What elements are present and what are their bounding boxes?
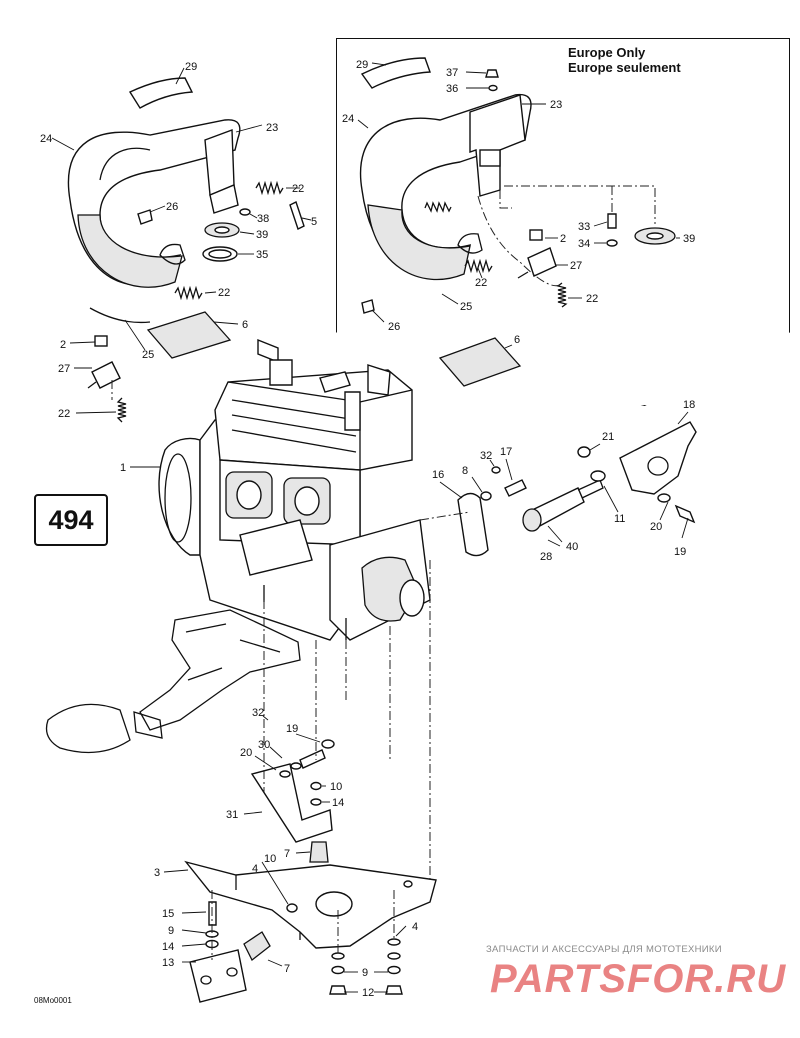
drawing-code: 08Mo0001 (34, 996, 72, 1005)
europe-small-parts (361, 69, 680, 323)
exhaust-sleeve-29 (128, 67, 194, 109)
callout-19-right: 19 (674, 546, 686, 558)
bracket-18-hardware (577, 411, 697, 539)
mount-bracket-31 (243, 715, 335, 863)
callout-11: 11 (614, 513, 625, 525)
callout-13: 13 (162, 957, 174, 969)
callout-9-left: 9 (168, 925, 174, 937)
callout-26-europe: 26 (388, 321, 400, 333)
callout-22-left: 22 (58, 408, 70, 420)
callout-26-top: 26 (166, 201, 178, 213)
callout-19-bottom: 19 (286, 723, 298, 735)
mount-hardware-lower-left (181, 901, 283, 1003)
europe-gasket-6 (438, 337, 522, 387)
gaskets-38-39-35 (202, 208, 258, 262)
callout-18: 18 (683, 399, 695, 411)
tuned-pipe-24 (51, 119, 241, 288)
callout-30: 30 (258, 739, 270, 751)
europe-sleeve-29 (360, 57, 431, 89)
heat-shield-25-left (89, 307, 151, 351)
callout-14-upper: 14 (332, 797, 344, 809)
callout-22-europe-b: 22 (586, 293, 598, 305)
callout-1: 1 (120, 462, 126, 474)
callout-25-left: 25 (142, 349, 154, 361)
callout-27-left: 27 (58, 363, 70, 375)
callout-21: 21 (602, 431, 614, 443)
callout-34: 34 (578, 238, 590, 250)
europe-only-title: Europe Only Europe seulement (568, 45, 681, 75)
callout-6-left: 6 (242, 319, 248, 331)
gasket-6-left (146, 311, 239, 359)
engine-1 (130, 338, 431, 641)
callout-3: 3 (154, 867, 160, 879)
muffler-pipe-23 (204, 124, 263, 214)
clip-26 (137, 205, 166, 225)
watermark-caption: ЗАПЧАСТИ И АКСЕССУАРЫ ДЛЯ МОТОТЕХНИКИ (486, 944, 722, 955)
callout-24-top: 24 (40, 133, 52, 145)
callout-10-upper: 10 (330, 781, 342, 793)
bracket-2-27-22-left (69, 335, 127, 423)
watermark-logo-text: PARTSFOR.RU (490, 957, 786, 1000)
callout-35: 35 (256, 249, 268, 261)
callout-16: 16 (432, 469, 444, 481)
callout-17: 17 (500, 446, 512, 458)
callout-38: 38 (257, 213, 269, 225)
spring-hook-5 (289, 201, 312, 230)
callout-23-top: 23 (266, 122, 278, 134)
callout-28: 28 (540, 551, 552, 563)
callout-14-lower: 14 (162, 941, 174, 953)
callout-29-europe: 29 (356, 59, 368, 71)
callout-31: 31 (226, 809, 238, 821)
callout-32-bottom: 32 (252, 707, 264, 719)
partsfor-watermark: ЗАПЧАСТИ И АКСЕССУАРЫ ДЛЯ МОТОТЕХНИКИ PA… (486, 944, 786, 1004)
callout-2-left: 2 (60, 339, 66, 351)
callout-6-europe: 6 (514, 334, 520, 346)
callout-40: 40 (566, 541, 578, 553)
callout-33: 33 (578, 221, 590, 233)
callout-39-europe: 39 (683, 233, 695, 245)
callout-27-europe: 27 (570, 260, 582, 272)
callout-39-top: 39 (256, 229, 268, 241)
exhaust-manifold-ghost (45, 609, 301, 754)
engine-plate-3 (163, 860, 437, 949)
europe-only-title-en: Europe Only (568, 45, 646, 60)
callout-22-mid: 22 (218, 287, 230, 299)
callout-37: 37 (446, 67, 458, 79)
callout-24-europe: 24 (342, 113, 354, 125)
callout-10-lower: 10 (264, 853, 276, 865)
damper-28-40 (522, 479, 604, 547)
alignment-lines (111, 380, 471, 960)
callout-20-bottom: 20 (240, 747, 252, 759)
watermark-logo: PARTSFOR.RU (490, 957, 786, 1000)
callout-7-upper: 7 (284, 848, 290, 860)
callout-layer: 29 23 24 22 26 38 5 39 35 22 6 2 25 27 2… (40, 59, 695, 999)
callout-7-lower: 7 (284, 963, 290, 975)
callout-29-top: 29 (185, 61, 197, 73)
callout-22-europe-a: 22 (475, 277, 487, 289)
mount-hardware-lower-center (329, 938, 403, 995)
callout-9-right: 9 (362, 967, 368, 979)
callout-25-europe: 25 (460, 301, 472, 313)
springs-22-top (174, 180, 300, 301)
callout-4-left: 4 (252, 863, 258, 875)
callout-22-top: 22 (292, 183, 304, 195)
callout-36: 36 (446, 83, 458, 95)
callout-12: 12 (362, 987, 374, 999)
callout-23-europe: 23 (550, 99, 562, 111)
callout-32-right: 32 (480, 450, 492, 462)
callout-4-right: 4 (412, 921, 418, 933)
callout-15: 15 (162, 908, 174, 920)
callout-8: 8 (462, 465, 468, 477)
page-number-badge: 494 (34, 494, 108, 546)
callout-2-europe: 2 (560, 233, 566, 245)
support-16-and-hardware (439, 458, 527, 557)
europe-only-title-fr: Europe seulement (568, 60, 681, 75)
callout-5: 5 (311, 216, 317, 228)
callout-20-right: 20 (650, 521, 662, 533)
